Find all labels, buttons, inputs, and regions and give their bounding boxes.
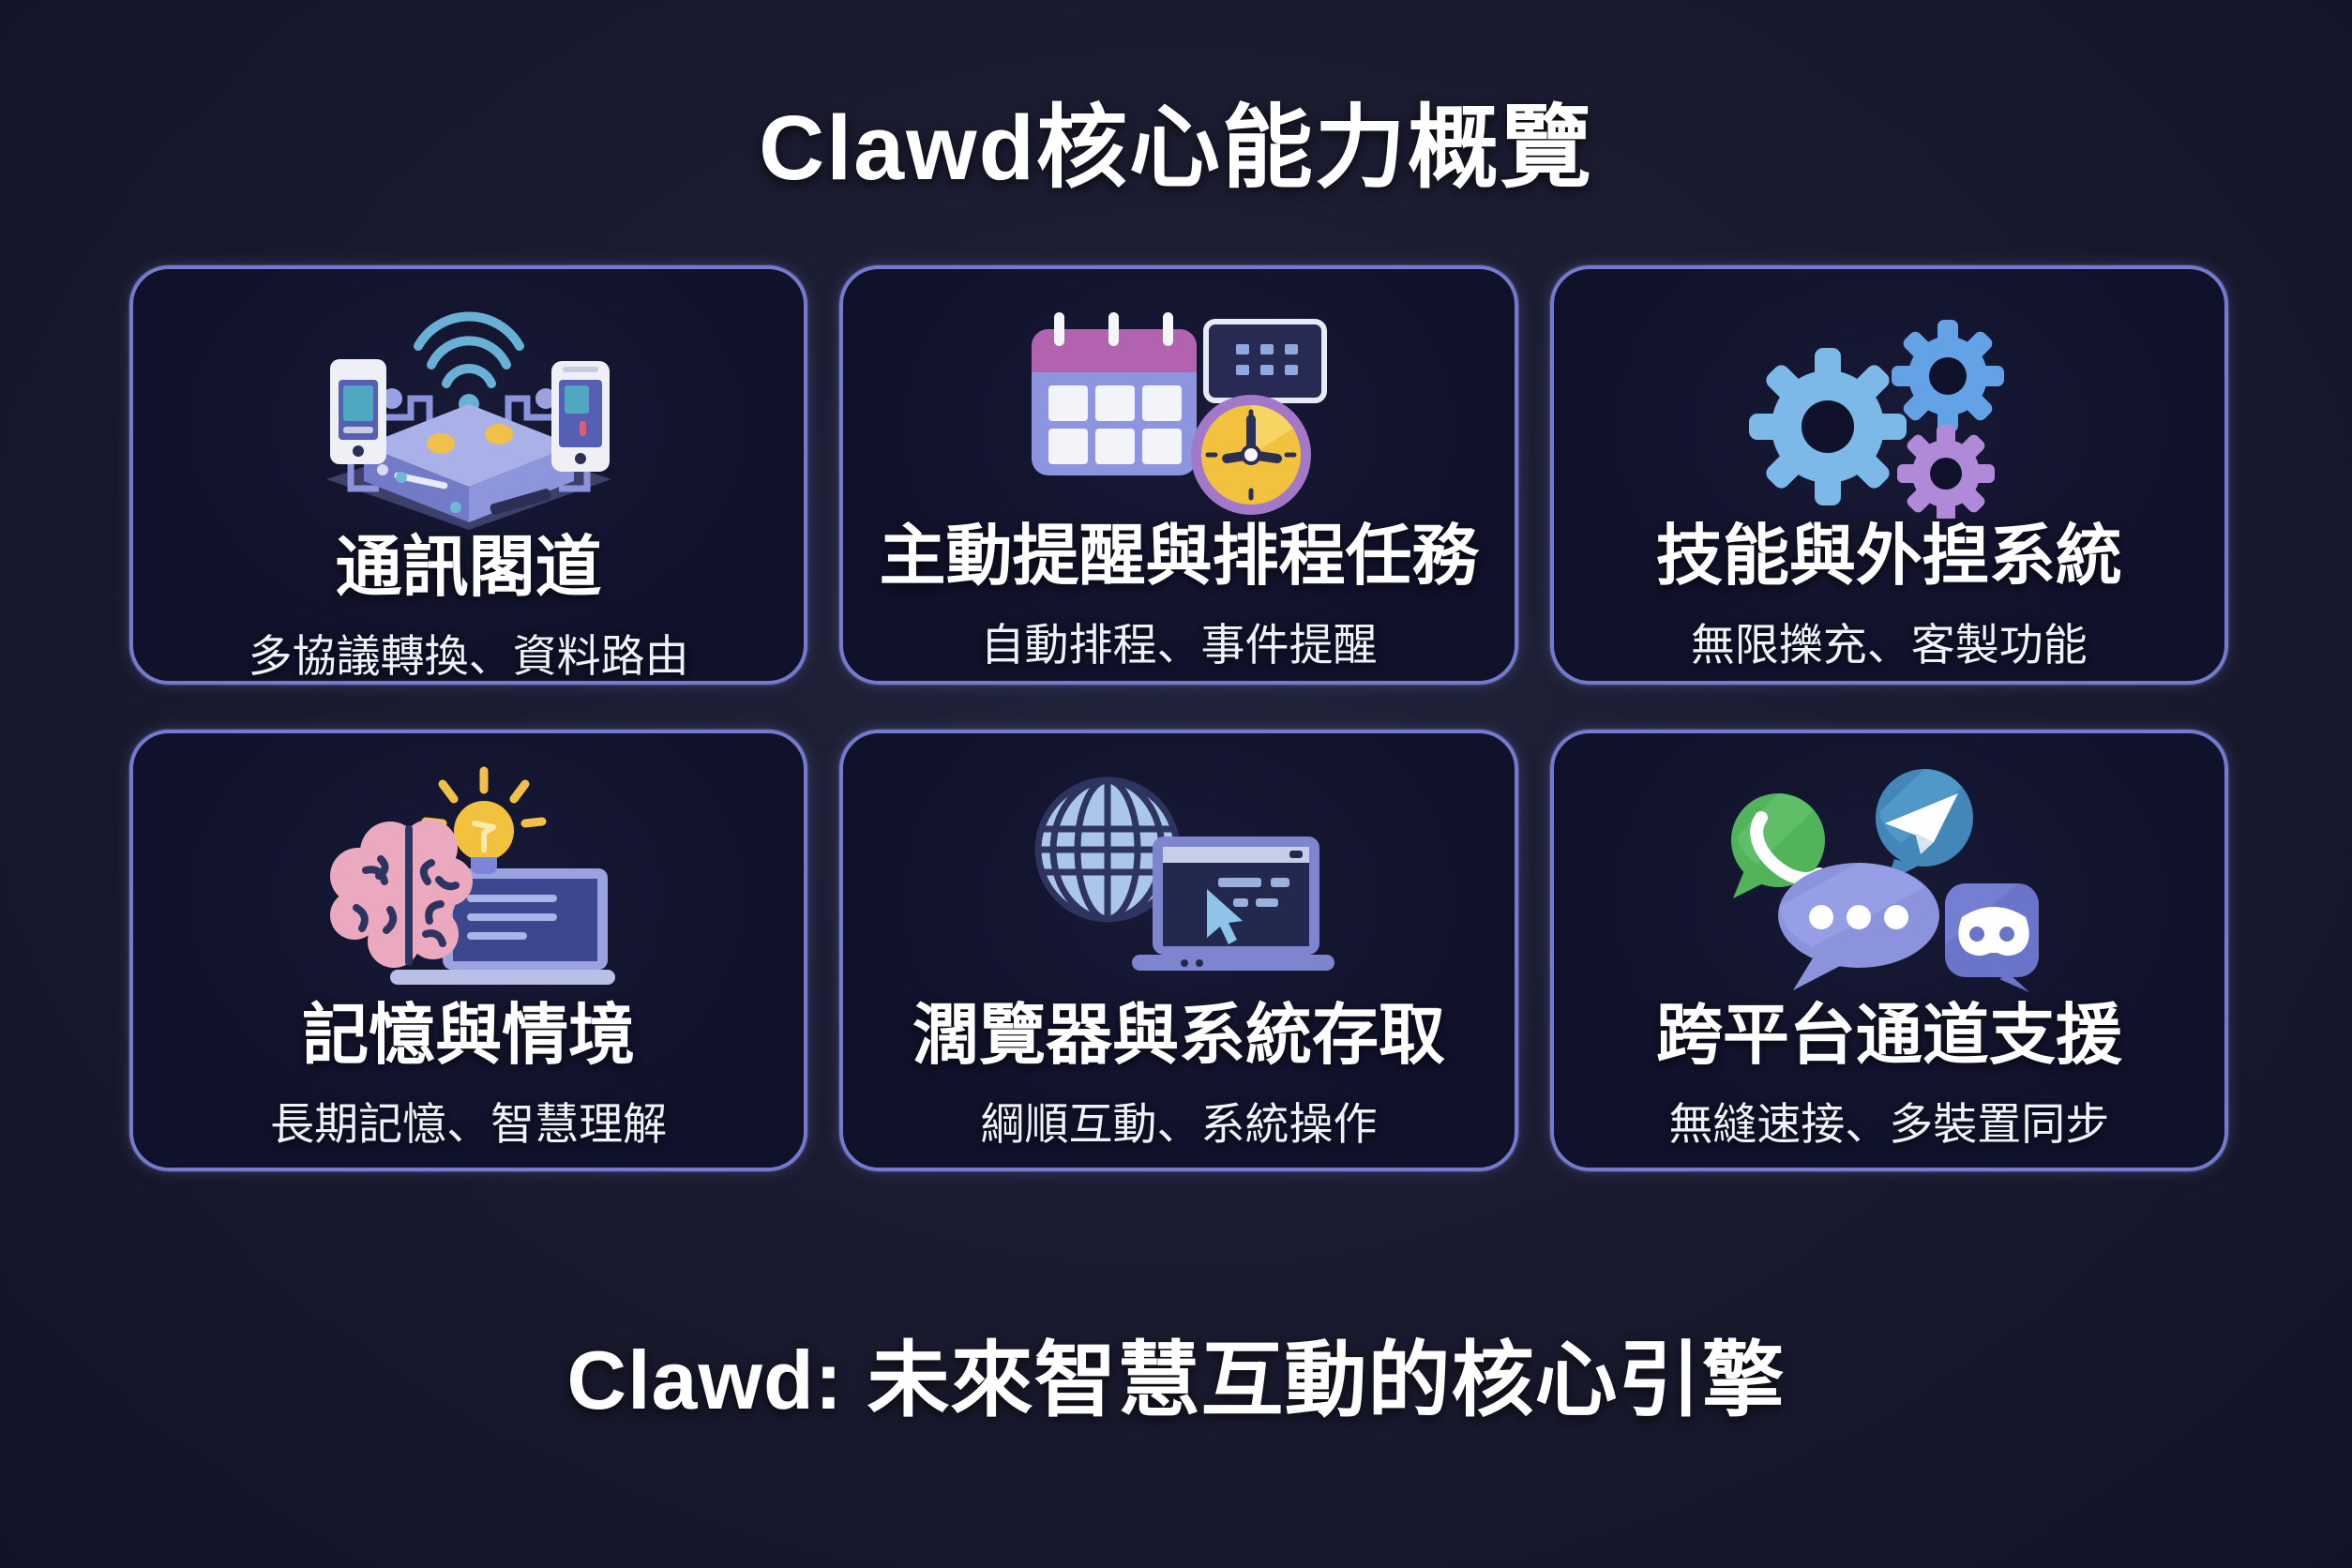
brain-bulb-laptop-icon [329, 766, 615, 985]
card-title: 技能與外揑系統 [1655, 520, 2122, 594]
card-title: 跨平台通道支援 [1655, 999, 2122, 1073]
discord-icon [1945, 883, 2040, 992]
gateway-router-icon [325, 311, 611, 530]
chat-bubble-icon [1778, 863, 1940, 990]
card-subtitle: 無限擽充、客製功能 [1690, 619, 2088, 670]
card-subtitle: 多協議轉換、資料路由 [248, 630, 689, 681]
page-title: Clawd核心能力概覽 [759, 97, 1593, 199]
telegram-icon [1876, 769, 1974, 882]
gears-icon [1749, 320, 2005, 519]
card-cross-platform: 跨平台通道支援 無縫速接、多裝置同步 [1549, 730, 2228, 1171]
whatsapp-icon [1731, 793, 1827, 898]
card-subtitle: 長期記憶、智慧理解 [270, 1098, 668, 1149]
card-title: 通訊閣道 [335, 531, 602, 605]
calendar-clock-icon [1031, 312, 1327, 515]
card-title: 記憶與情境 [302, 999, 636, 1073]
card-subtitle: 自動排程、事件提醒 [980, 619, 1378, 670]
chat-apps-icon [1731, 769, 2040, 992]
card-subtitle: 無縫速接、多裝置同步 [1668, 1098, 2110, 1149]
card-browser-system: 濶覽器與系統存取 綱順互動、系統操作 [839, 730, 1518, 1171]
globe-laptop-icon [1034, 776, 1334, 971]
card-scheduler: 主動提醒與排程任務 自動排程、事件提醒 [839, 265, 1518, 685]
capability-grid: 通訊閣道 多協議轉換、資料路由 [129, 265, 2228, 1171]
card-title: 濶覽器與系統存取 [912, 999, 1445, 1073]
card-title: 主動提醒與排程任務 [879, 520, 1479, 594]
card-skills-plugins: 技能與外揑系統 無限擽充、客製功能 [1549, 265, 2228, 685]
card-memory-context: 記憶與情境 長期記憶、智慧理解 [129, 730, 808, 1171]
card-subtitle: 綱順互動、系統操作 [980, 1098, 1378, 1149]
card-comm-gateway: 通訊閣道 多協議轉換、資料路由 [129, 265, 808, 685]
footer-tagline: Clawd: 未來智慧互動的核心引擎 [566, 1334, 1786, 1426]
